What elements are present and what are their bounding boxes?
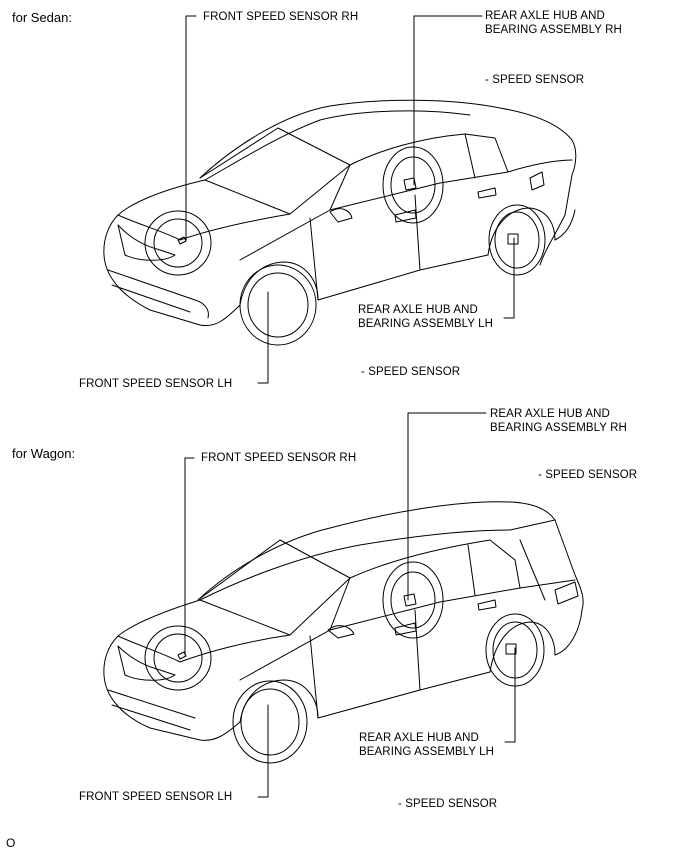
sedan-rear-axle-hub-lh-label-line2: BEARING ASSEMBLY LH [358,318,494,330]
figure-code: O [6,836,16,850]
sedan-front-speed-sensor-rh-label: FRONT SPEED SENSOR RH [203,11,359,23]
wagon-rear-lh-speed-sensor-label: - SPEED SENSOR [398,798,498,810]
wagon-callout-lines [185,413,515,797]
wagon-rear-axle-hub-rh-label-line2: BEARING ASSEMBLY RH [490,422,627,434]
sedan-rear-axle-hub-rh-label-line1: REAR AXLE HUB AND [485,10,605,22]
sedan-car-drawing [104,100,576,345]
sedan-rear-axle-hub-rh-label-line2: BEARING ASSEMBLY RH [485,24,622,36]
wagon-rear-axle-hub-rh-label-line1: REAR AXLE HUB AND [490,408,610,420]
sedan-rear-axle-hub-lh-label-line1: REAR AXLE HUB AND [358,304,478,316]
sedan-rear-rh-speed-sensor-label: - SPEED SENSOR [485,74,585,86]
wagon-front-speed-sensor-lh-label: FRONT SPEED SENSOR LH [79,791,233,803]
sedan-rear-lh-speed-sensor-label: - SPEED SENSOR [361,366,461,378]
sedan-front-speed-sensor-lh-label: FRONT SPEED SENSOR LH [79,378,233,390]
wagon-rear-axle-hub-lh-label-line1: REAR AXLE HUB AND [359,732,479,744]
sedan-section-heading: for Sedan: [12,10,72,25]
wagon-rear-axle-hub-lh-label-line2: BEARING ASSEMBLY LH [359,746,495,758]
wagon-car-drawing [104,502,583,763]
sedan-callout-lines [186,16,514,383]
wagon-rear-rh-speed-sensor-label: - SPEED SENSOR [538,469,638,481]
wagon-section-heading: for Wagon: [12,446,76,461]
wagon-front-speed-sensor-rh-label: FRONT SPEED SENSOR RH [201,452,357,464]
